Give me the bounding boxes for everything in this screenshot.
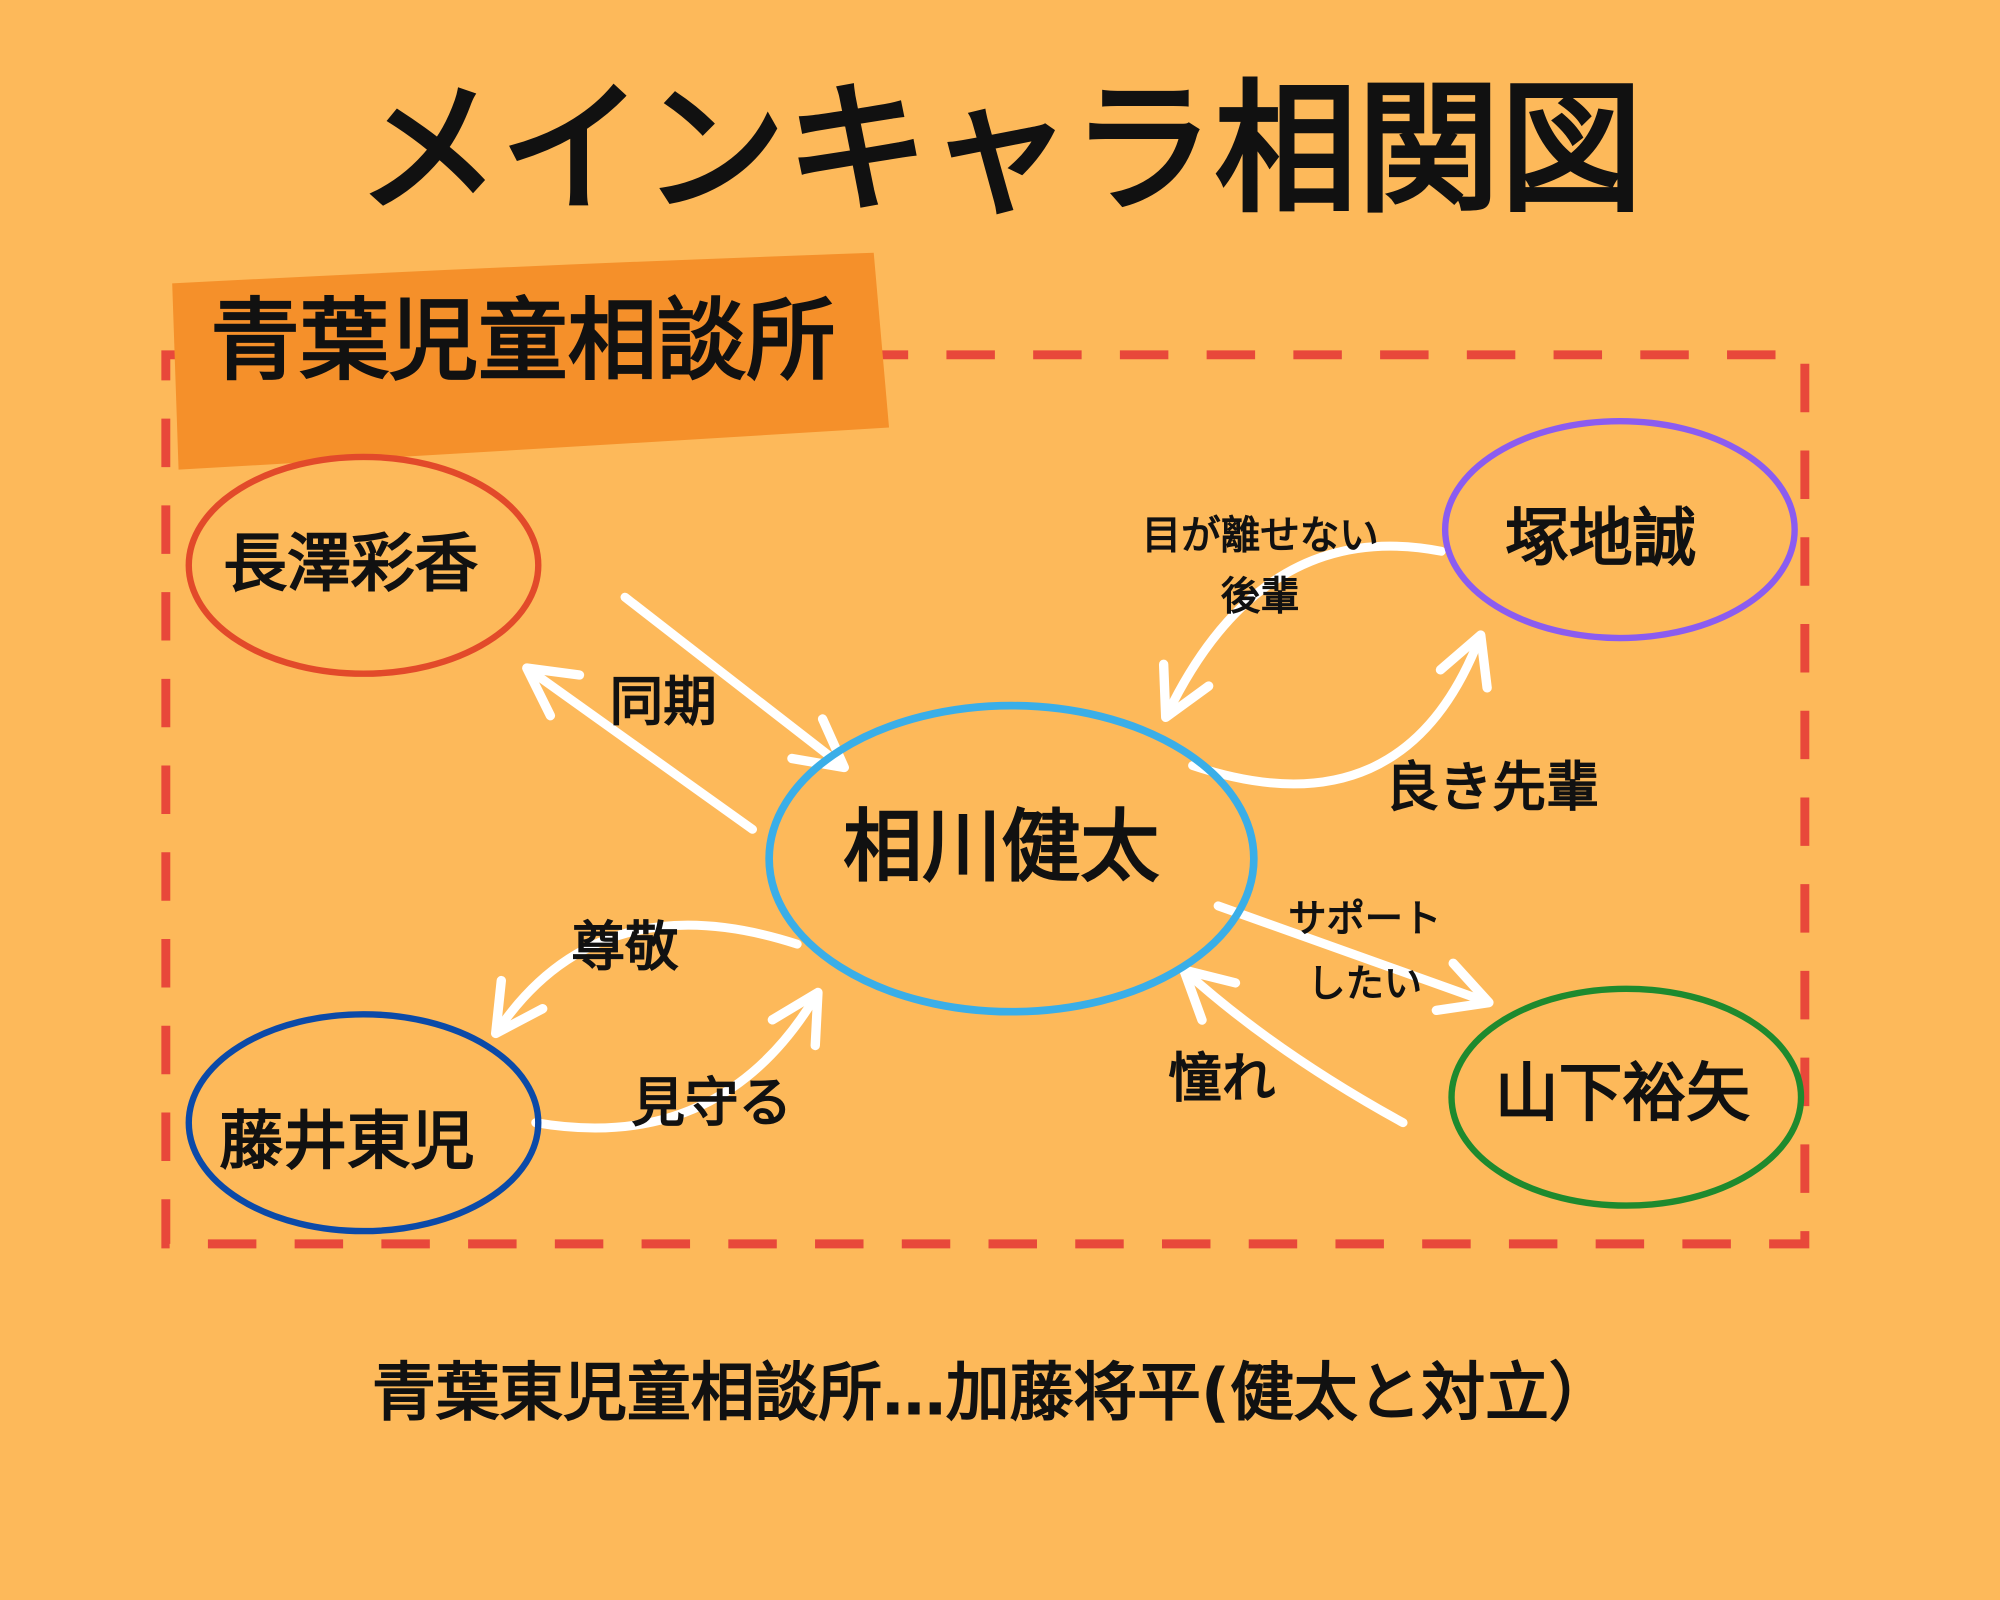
character-yamashita: 山下裕矢 xyxy=(1448,985,1805,1209)
character-name: 山下裕矢 xyxy=(1495,1057,1750,1131)
character-fujii: 藤井東児 xyxy=(185,1011,542,1235)
relation-label: 同期 xyxy=(610,670,717,733)
arrow-aikawa-to-tsukaji xyxy=(1188,630,1492,789)
arrow-aikawa-to-nagasawa xyxy=(522,663,758,834)
character-tsukaji: 塚地誠 xyxy=(1441,417,1798,642)
character-name: 長澤彩香 xyxy=(223,527,478,601)
relation-label: 目が離せない xyxy=(1142,513,1379,559)
relation-label: サポート xyxy=(1288,897,1441,942)
relation-label: 憧れ xyxy=(1168,1047,1276,1110)
arrow-yamashita-to-aikawa xyxy=(1179,965,1408,1128)
character-nagasawa: 長澤彩香 xyxy=(185,453,542,677)
organization-dashed-border xyxy=(161,350,1810,1249)
relation-label: 後輩 xyxy=(1221,574,1300,620)
arrow-tsukaji-to-aikawa xyxy=(1158,541,1446,723)
character-name: 藤井東児 xyxy=(219,1105,474,1179)
character-aikawa: 相川健太 xyxy=(765,701,1258,1016)
group-label-background xyxy=(172,252,890,470)
character-name: 相川健太 xyxy=(843,801,1159,893)
arrow-aikawa-to-yamashita xyxy=(1213,901,1494,1016)
arrow-aikawa-to-fujii xyxy=(491,920,802,1039)
group-label: 青葉児童相談所 xyxy=(211,290,836,394)
relation-label: したい xyxy=(1307,962,1422,1007)
footer-note: 青葉東児童相談所…加藤将平(健太と対立） xyxy=(372,1357,1613,1431)
page-title: メインキャラ相関図 xyxy=(357,66,1643,233)
relation-label: 見守る xyxy=(631,1071,792,1134)
character-name: 塚地誠 xyxy=(1505,502,1696,576)
relation-label: 尊敬 xyxy=(571,915,679,978)
relation-label: 良き先輩 xyxy=(1385,756,1599,819)
arrow-nagasawa-to-aikawa xyxy=(620,592,849,773)
arrow-fujii-to-aikawa xyxy=(531,987,823,1133)
